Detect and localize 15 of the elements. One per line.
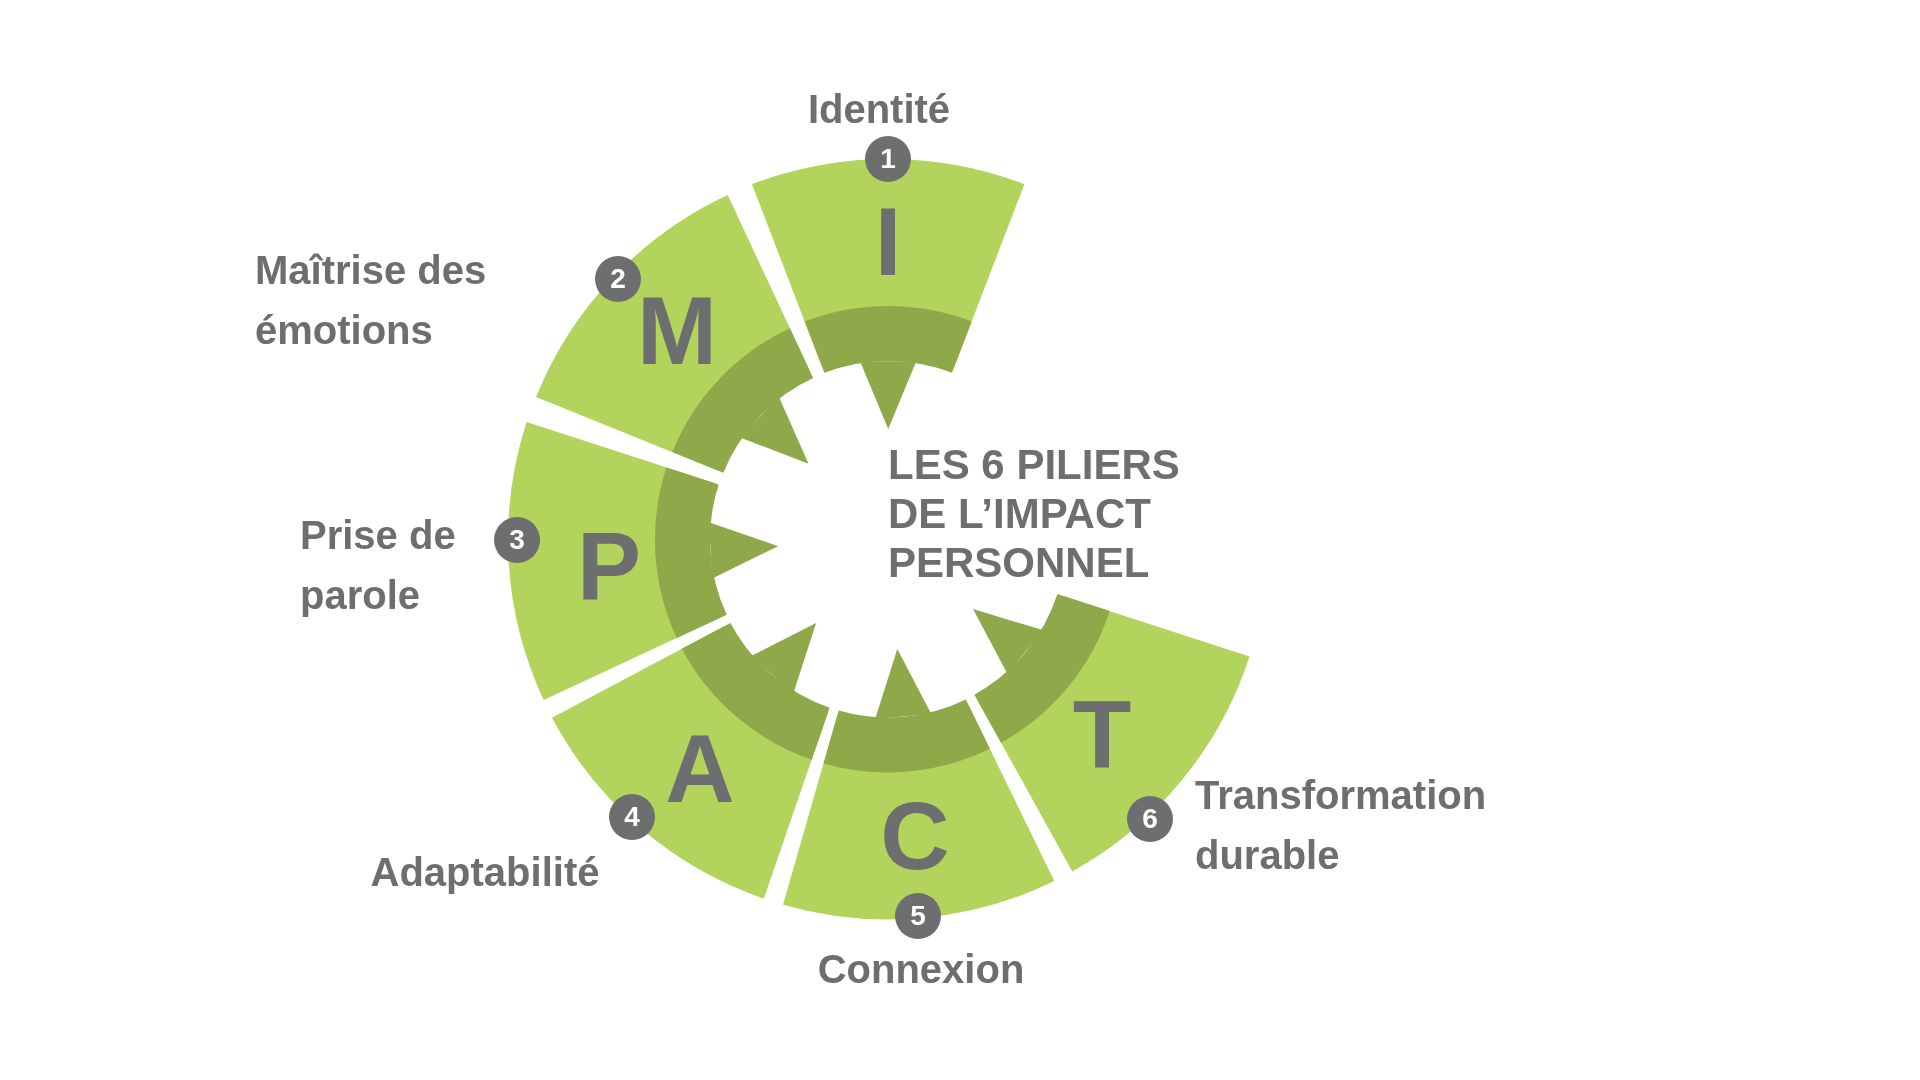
- pillar-label: Connexion: [817, 946, 1025, 993]
- segment-letter: C: [880, 788, 950, 884]
- pillar-label: Transformation durable: [1195, 772, 1488, 879]
- segment-letter: A: [665, 721, 735, 817]
- pillar-label: Identité: [807, 86, 951, 133]
- number-badge: 2: [595, 256, 641, 302]
- segment-letter: T: [1072, 687, 1132, 783]
- number-badge: 3: [494, 517, 540, 563]
- pillar-label: Prise de parole: [300, 512, 457, 619]
- number-badge: 1: [865, 136, 911, 182]
- pillar-label: Adaptabilité: [370, 849, 600, 896]
- pillar-label: Maîtrise des émotions: [255, 247, 488, 354]
- segment-letter: P: [577, 518, 641, 614]
- segment-letter: I: [874, 194, 902, 290]
- title: LES 6 PILIERS DE L’IMPACT PERSONNEL: [888, 440, 1181, 587]
